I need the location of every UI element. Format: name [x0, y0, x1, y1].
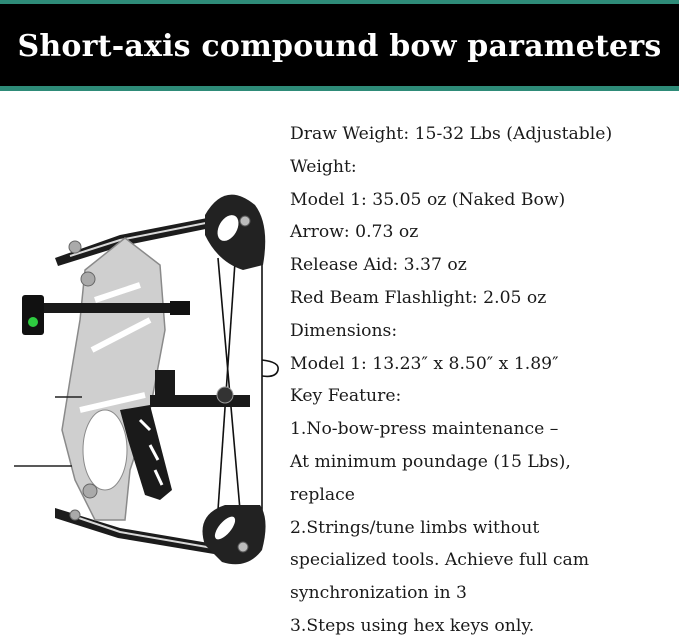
- spec-feature-1-cont-2: replace: [290, 484, 355, 505]
- spec-feature-2: 2.Strings/tune limbs without: [290, 517, 540, 538]
- spec-model-dimensions: Model 1: 13.23″ x 8.50″ x 1.89″: [290, 353, 559, 374]
- spec-release-aid-weight: Release Aid: 3.37 oz: [290, 255, 467, 276]
- page-title: Short-axis compound bow parameters: [17, 28, 662, 64]
- spec-feature-2-cont: specialized tools. Achieve full cam: [290, 550, 590, 571]
- spec-flashlight-weight: Red Beam Flashlight: 2.05 oz: [290, 287, 547, 308]
- spec-key-feature-heading: Key Feature:: [290, 386, 402, 407]
- spec-feature-2-cont-2: synchronization in 3: [290, 583, 467, 604]
- spec-draw-weight: Draw Weight: 15-32 Lbs (Adjustable): [290, 124, 613, 144]
- compound-bow-icon: [14, 194, 279, 565]
- spec-arrow-weight: Arrow: 0.73 oz: [290, 222, 419, 243]
- spec-list: Draw Weight: 15-32 Lbs (Adjustable) Weig…: [290, 118, 679, 643]
- spec-feature-1-cont: At minimum poundage (15 Lbs),: [290, 451, 571, 472]
- title-banner: Short-axis compound bow parameters: [0, 0, 679, 91]
- spec-feature-1: 1.No-bow-press maintenance –: [290, 419, 559, 440]
- spec-weight-heading: Weight:: [290, 156, 357, 177]
- spec-feature-3: 3.Steps using hex keys only.: [290, 615, 535, 636]
- spec-model-weight: Model 1: 35.05 oz (Naked Bow): [290, 189, 566, 210]
- spec-dimensions-heading: Dimensions:: [290, 320, 398, 341]
